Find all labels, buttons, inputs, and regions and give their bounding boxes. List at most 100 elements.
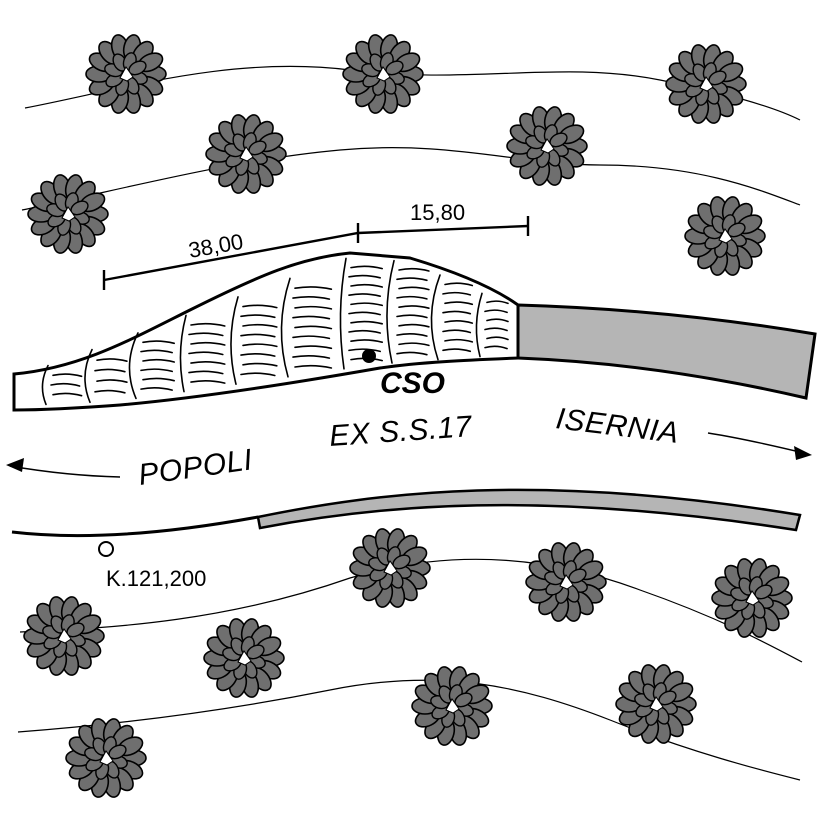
hatch-stroke bbox=[398, 323, 430, 328]
road-shoulder-lower bbox=[256, 488, 802, 532]
hatch-stroke bbox=[240, 353, 276, 357]
scarp-arc bbox=[280, 277, 291, 378]
scarp-arc bbox=[41, 364, 49, 406]
tree-canopy-icon bbox=[203, 618, 285, 698]
hatch-stroke bbox=[140, 368, 173, 373]
hatch-stroke bbox=[294, 364, 333, 369]
arrow-icon bbox=[6, 458, 121, 478]
hatch-stroke bbox=[348, 311, 381, 316]
hatch-stroke bbox=[396, 295, 428, 300]
km-marker-label: K.121,200 bbox=[106, 566, 206, 591]
embankment-hatching bbox=[41, 257, 509, 406]
hatch-stroke bbox=[142, 377, 175, 382]
hatch-stroke bbox=[350, 283, 383, 288]
embankment-outline bbox=[12, 251, 520, 412]
hatch-stroke bbox=[398, 305, 430, 309]
contour-line bbox=[21, 147, 801, 211]
hatch-stroke bbox=[350, 339, 383, 343]
hatch-stroke bbox=[444, 338, 474, 343]
hollow-circle-icon bbox=[98, 541, 114, 557]
hatch-stroke bbox=[240, 333, 276, 338]
hatch-stroke bbox=[292, 335, 331, 340]
hatch-stroke bbox=[242, 304, 278, 309]
scarp-arc bbox=[339, 257, 347, 370]
site-code-label: CSO bbox=[380, 367, 445, 400]
hatch-stroke bbox=[396, 277, 428, 282]
tree-canopy-icon bbox=[711, 558, 793, 638]
road-name-label: EX S.S.17 bbox=[328, 410, 474, 453]
hatch-stroke bbox=[442, 291, 472, 296]
hatch-stroke bbox=[294, 325, 333, 330]
hatch-stroke bbox=[188, 370, 224, 375]
direction-label-east: ISERNIA bbox=[554, 402, 681, 450]
hatch-stroke bbox=[96, 379, 128, 383]
hatch-stroke bbox=[292, 296, 331, 300]
tree-canopy-icon bbox=[65, 718, 147, 798]
hatch-stroke bbox=[294, 286, 333, 290]
hatch-stroke bbox=[350, 265, 383, 270]
hatch-stroke bbox=[486, 300, 509, 305]
hatch-stroke bbox=[94, 389, 126, 394]
hatch-stroke bbox=[190, 380, 226, 384]
hatch-stroke bbox=[442, 348, 472, 353]
hatch-stroke bbox=[486, 336, 509, 341]
hatch-stroke bbox=[484, 327, 508, 332]
hatch-stroke bbox=[396, 314, 428, 319]
hatch-stroke bbox=[242, 343, 278, 348]
hatch-stroke bbox=[188, 351, 224, 356]
trees bbox=[23, 34, 793, 798]
tree-canopy-icon bbox=[205, 114, 287, 194]
road-edge-lower bbox=[11, 515, 259, 538]
contour-line bbox=[19, 558, 803, 663]
hatch-stroke bbox=[292, 315, 331, 320]
hatch-stroke bbox=[242, 323, 278, 328]
hatch-stroke bbox=[348, 293, 381, 297]
hatch-stroke bbox=[396, 351, 428, 356]
dimension-label-right: 15,80 bbox=[410, 200, 465, 225]
direction-label-west: POPOLI bbox=[136, 443, 254, 492]
tree-canopy-icon bbox=[506, 106, 588, 186]
scarp-arc bbox=[386, 259, 395, 364]
hatch-stroke bbox=[350, 302, 383, 307]
hatch-stroke bbox=[398, 342, 430, 347]
hatch-stroke bbox=[442, 310, 472, 315]
tree-canopy-icon bbox=[85, 34, 167, 114]
tree-canopy-icon bbox=[665, 44, 747, 124]
hatch-stroke bbox=[94, 368, 126, 373]
hatch-stroke bbox=[348, 329, 381, 334]
scarp-arc bbox=[230, 296, 239, 386]
hatch-stroke bbox=[484, 345, 508, 350]
hatch-stroke bbox=[348, 274, 381, 279]
hatch-stroke bbox=[52, 392, 83, 397]
scarp-arc bbox=[179, 314, 187, 393]
hatch-stroke bbox=[294, 305, 333, 310]
hatch-stroke bbox=[396, 333, 428, 337]
hatch-stroke bbox=[188, 332, 224, 337]
tree-canopy-icon bbox=[615, 664, 697, 744]
hatch-stroke bbox=[140, 387, 173, 391]
hatch-stroke bbox=[484, 309, 508, 314]
hatch-stroke bbox=[242, 362, 278, 367]
tree-canopy-icon bbox=[525, 542, 607, 622]
hatch-stroke bbox=[444, 301, 474, 306]
hatch-stroke bbox=[442, 329, 472, 334]
hatch-stroke bbox=[292, 355, 331, 359]
hatch-stroke bbox=[486, 318, 509, 323]
hatch-stroke bbox=[52, 373, 83, 378]
tree-canopy-icon bbox=[342, 34, 424, 114]
arrow-icon bbox=[707, 432, 812, 460]
hatch-stroke bbox=[348, 348, 381, 353]
scarp-arc bbox=[128, 332, 139, 400]
tree-canopy-icon bbox=[27, 174, 109, 254]
hatch-stroke bbox=[398, 286, 430, 291]
hatch-stroke bbox=[50, 382, 81, 387]
road-shoulder-upper bbox=[516, 303, 817, 400]
hatch-stroke bbox=[140, 349, 173, 354]
hatch-stroke bbox=[444, 282, 474, 287]
hatch-stroke bbox=[444, 320, 474, 324]
hatch-stroke bbox=[96, 358, 128, 362]
hatch-stroke bbox=[398, 267, 430, 272]
hatch-stroke bbox=[294, 345, 333, 350]
